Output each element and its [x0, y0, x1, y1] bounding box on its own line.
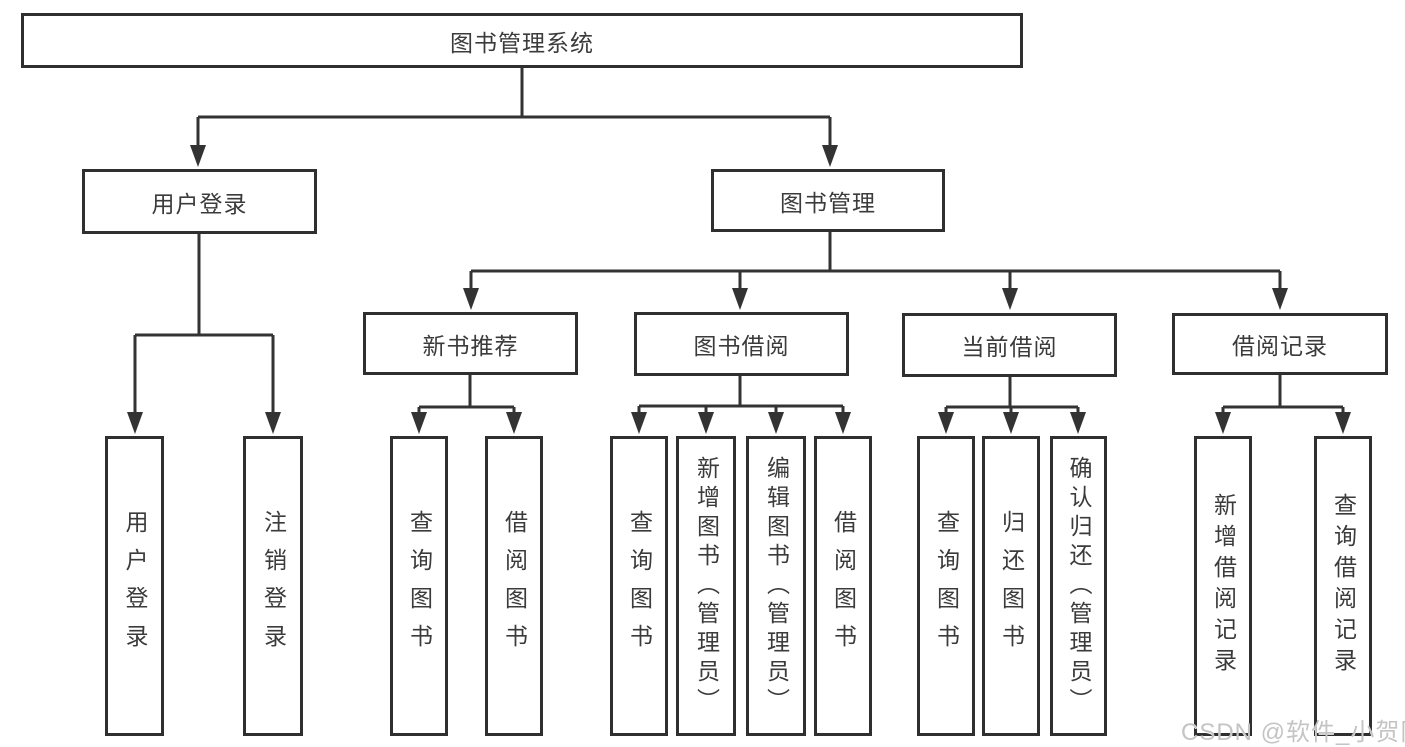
node-user-login-group: 用户登录: [82, 169, 317, 234]
node-cb-query-books: 查询图书: [917, 436, 975, 736]
node-book-borrowing: 图书借阅: [634, 312, 849, 376]
node-bb-borrow-books-label: 借阅图书: [830, 510, 857, 662]
connector-borrow-records-split: [1221, 375, 1345, 414]
connector-user-login-split: [133, 234, 275, 414]
connector-root-split: [196, 68, 832, 147]
node-root-label: 图书管理系统: [450, 29, 594, 56]
node-br-add-record: 新增借阅记录: [1194, 436, 1252, 736]
connector-book-mgmt-split: [469, 232, 1282, 290]
node-current-borrowing-label: 当前借阅: [961, 334, 1058, 360]
node-bb-add-books-admin-label: 新增图书（管理员）: [693, 455, 720, 717]
node-book-management: 图书管理: [711, 169, 945, 232]
node-nbr-borrow-books-label: 借阅图书: [501, 510, 528, 662]
node-logout-label: 注销登录: [260, 510, 287, 662]
node-borrowing-records-label: 借阅记录: [1232, 333, 1328, 359]
node-nbr-borrow-books: 借阅图书: [485, 436, 543, 736]
connector-current-borrow-split: [944, 377, 1080, 414]
node-user-login-label: 用户登录: [122, 510, 148, 662]
node-br-query-record-label: 查询借阅记录: [1330, 493, 1357, 679]
node-root: 图书管理系统: [21, 13, 1023, 68]
node-bb-query-books: 查询图书: [610, 436, 668, 736]
node-new-book-recommend-label: 新书推荐: [422, 332, 519, 359]
node-br-add-record-label: 新增借阅记录: [1210, 493, 1237, 679]
node-bb-borrow-books: 借阅图书: [814, 436, 872, 736]
node-user-login-group-label: 用户登录: [151, 190, 248, 217]
node-cb-confirm-return-admin: 确认归还（管理员）: [1050, 436, 1107, 736]
node-book-management-label: 图书管理: [780, 189, 876, 216]
node-bb-query-books-label: 查询图书: [626, 510, 653, 662]
node-cb-query-books-label: 查询图书: [933, 510, 960, 662]
arrowheads: [127, 145, 1351, 434]
node-nbr-query-books: 查询图书: [390, 436, 448, 736]
node-book-borrowing-label: 图书借阅: [693, 333, 790, 359]
node-cb-return-books: 归还图书: [982, 436, 1040, 736]
node-bb-edit-books-admin-label: 编辑图书（管理员）: [763, 455, 790, 717]
node-logout: 注销登录: [243, 436, 303, 736]
node-new-book-recommend: 新书推荐: [363, 312, 578, 375]
node-cb-return-books-label: 归还图书: [998, 510, 1025, 662]
connector-new-book-rec-split: [417, 375, 516, 414]
csdn-watermark: CSDN @软件_小贺同学: [1181, 719, 1405, 746]
node-bb-add-books-admin: 新增图书（管理员）: [676, 436, 736, 736]
connector-book-borrow-split: [637, 376, 845, 414]
node-br-query-record: 查询借阅记录: [1314, 436, 1372, 736]
node-user-login: 用户登录: [105, 436, 164, 736]
node-nbr-query-books-label: 查询图书: [406, 510, 433, 662]
node-cb-confirm-return-admin-label: 确认归还（管理员）: [1066, 455, 1092, 717]
node-bb-edit-books-admin: 编辑图书（管理员）: [746, 436, 806, 736]
node-borrowing-records: 借阅记录: [1172, 313, 1388, 375]
node-current-borrowing: 当前借阅: [902, 313, 1117, 377]
